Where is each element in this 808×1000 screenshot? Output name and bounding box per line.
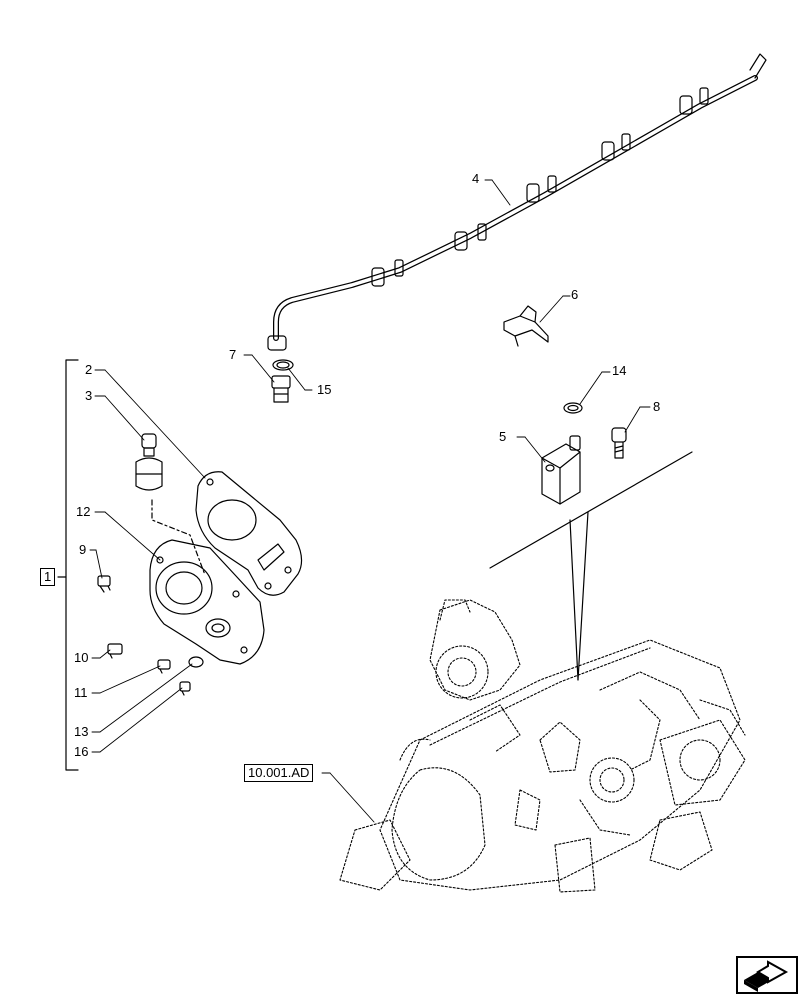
- callout-9: 9: [79, 542, 87, 557]
- callout-4: 4: [472, 171, 480, 186]
- fuel-rail-pipe: [267, 53, 767, 351]
- callout-14: 14: [612, 363, 627, 378]
- rail-clamp: [371, 87, 709, 287]
- callout-13: 13: [74, 724, 89, 739]
- pipe-nut: [267, 335, 287, 351]
- callout-10: 10: [74, 650, 89, 665]
- kit-bracket: [65, 359, 79, 771]
- bolt-9: [97, 575, 111, 593]
- o-ring-14: [563, 402, 583, 414]
- leader-lines: [89, 179, 651, 823]
- screw-8: [611, 427, 627, 459]
- callout-16: 16: [74, 744, 89, 759]
- gasket-2: [195, 471, 303, 596]
- bracket-clip-6: [503, 305, 549, 347]
- assembly-axis-line: [151, 499, 206, 576]
- bolt-10: [107, 643, 123, 659]
- plunger-3: [135, 433, 163, 491]
- next-page-arrow-icon: [744, 960, 789, 992]
- plug-13: [188, 656, 204, 668]
- valve-block-5: [541, 435, 581, 505]
- reference-link-10-001-ad[interactable]: 10.001.AD: [244, 764, 314, 782]
- callout-7: 7: [229, 347, 237, 362]
- sealing-washer-15: [272, 359, 294, 371]
- callout-1-kit: 1: [40, 568, 56, 586]
- callout-3: 3: [85, 388, 93, 403]
- engine-outline: [339, 599, 746, 893]
- callout-15: 15: [317, 382, 332, 397]
- callout-8: 8: [653, 399, 661, 414]
- callout-12: 12: [76, 504, 91, 519]
- callout-5: 5: [499, 429, 507, 444]
- location-indicator: [489, 451, 693, 681]
- pump-housing-12: [149, 539, 265, 665]
- bolt-11: [157, 659, 171, 674]
- connector-fitting-7: [271, 375, 291, 403]
- callout-11: 11: [74, 685, 88, 700]
- callout-2: 2: [85, 362, 93, 377]
- screw-16: [179, 681, 191, 696]
- next-page-button[interactable]: [736, 956, 798, 994]
- callout-6: 6: [571, 287, 579, 302]
